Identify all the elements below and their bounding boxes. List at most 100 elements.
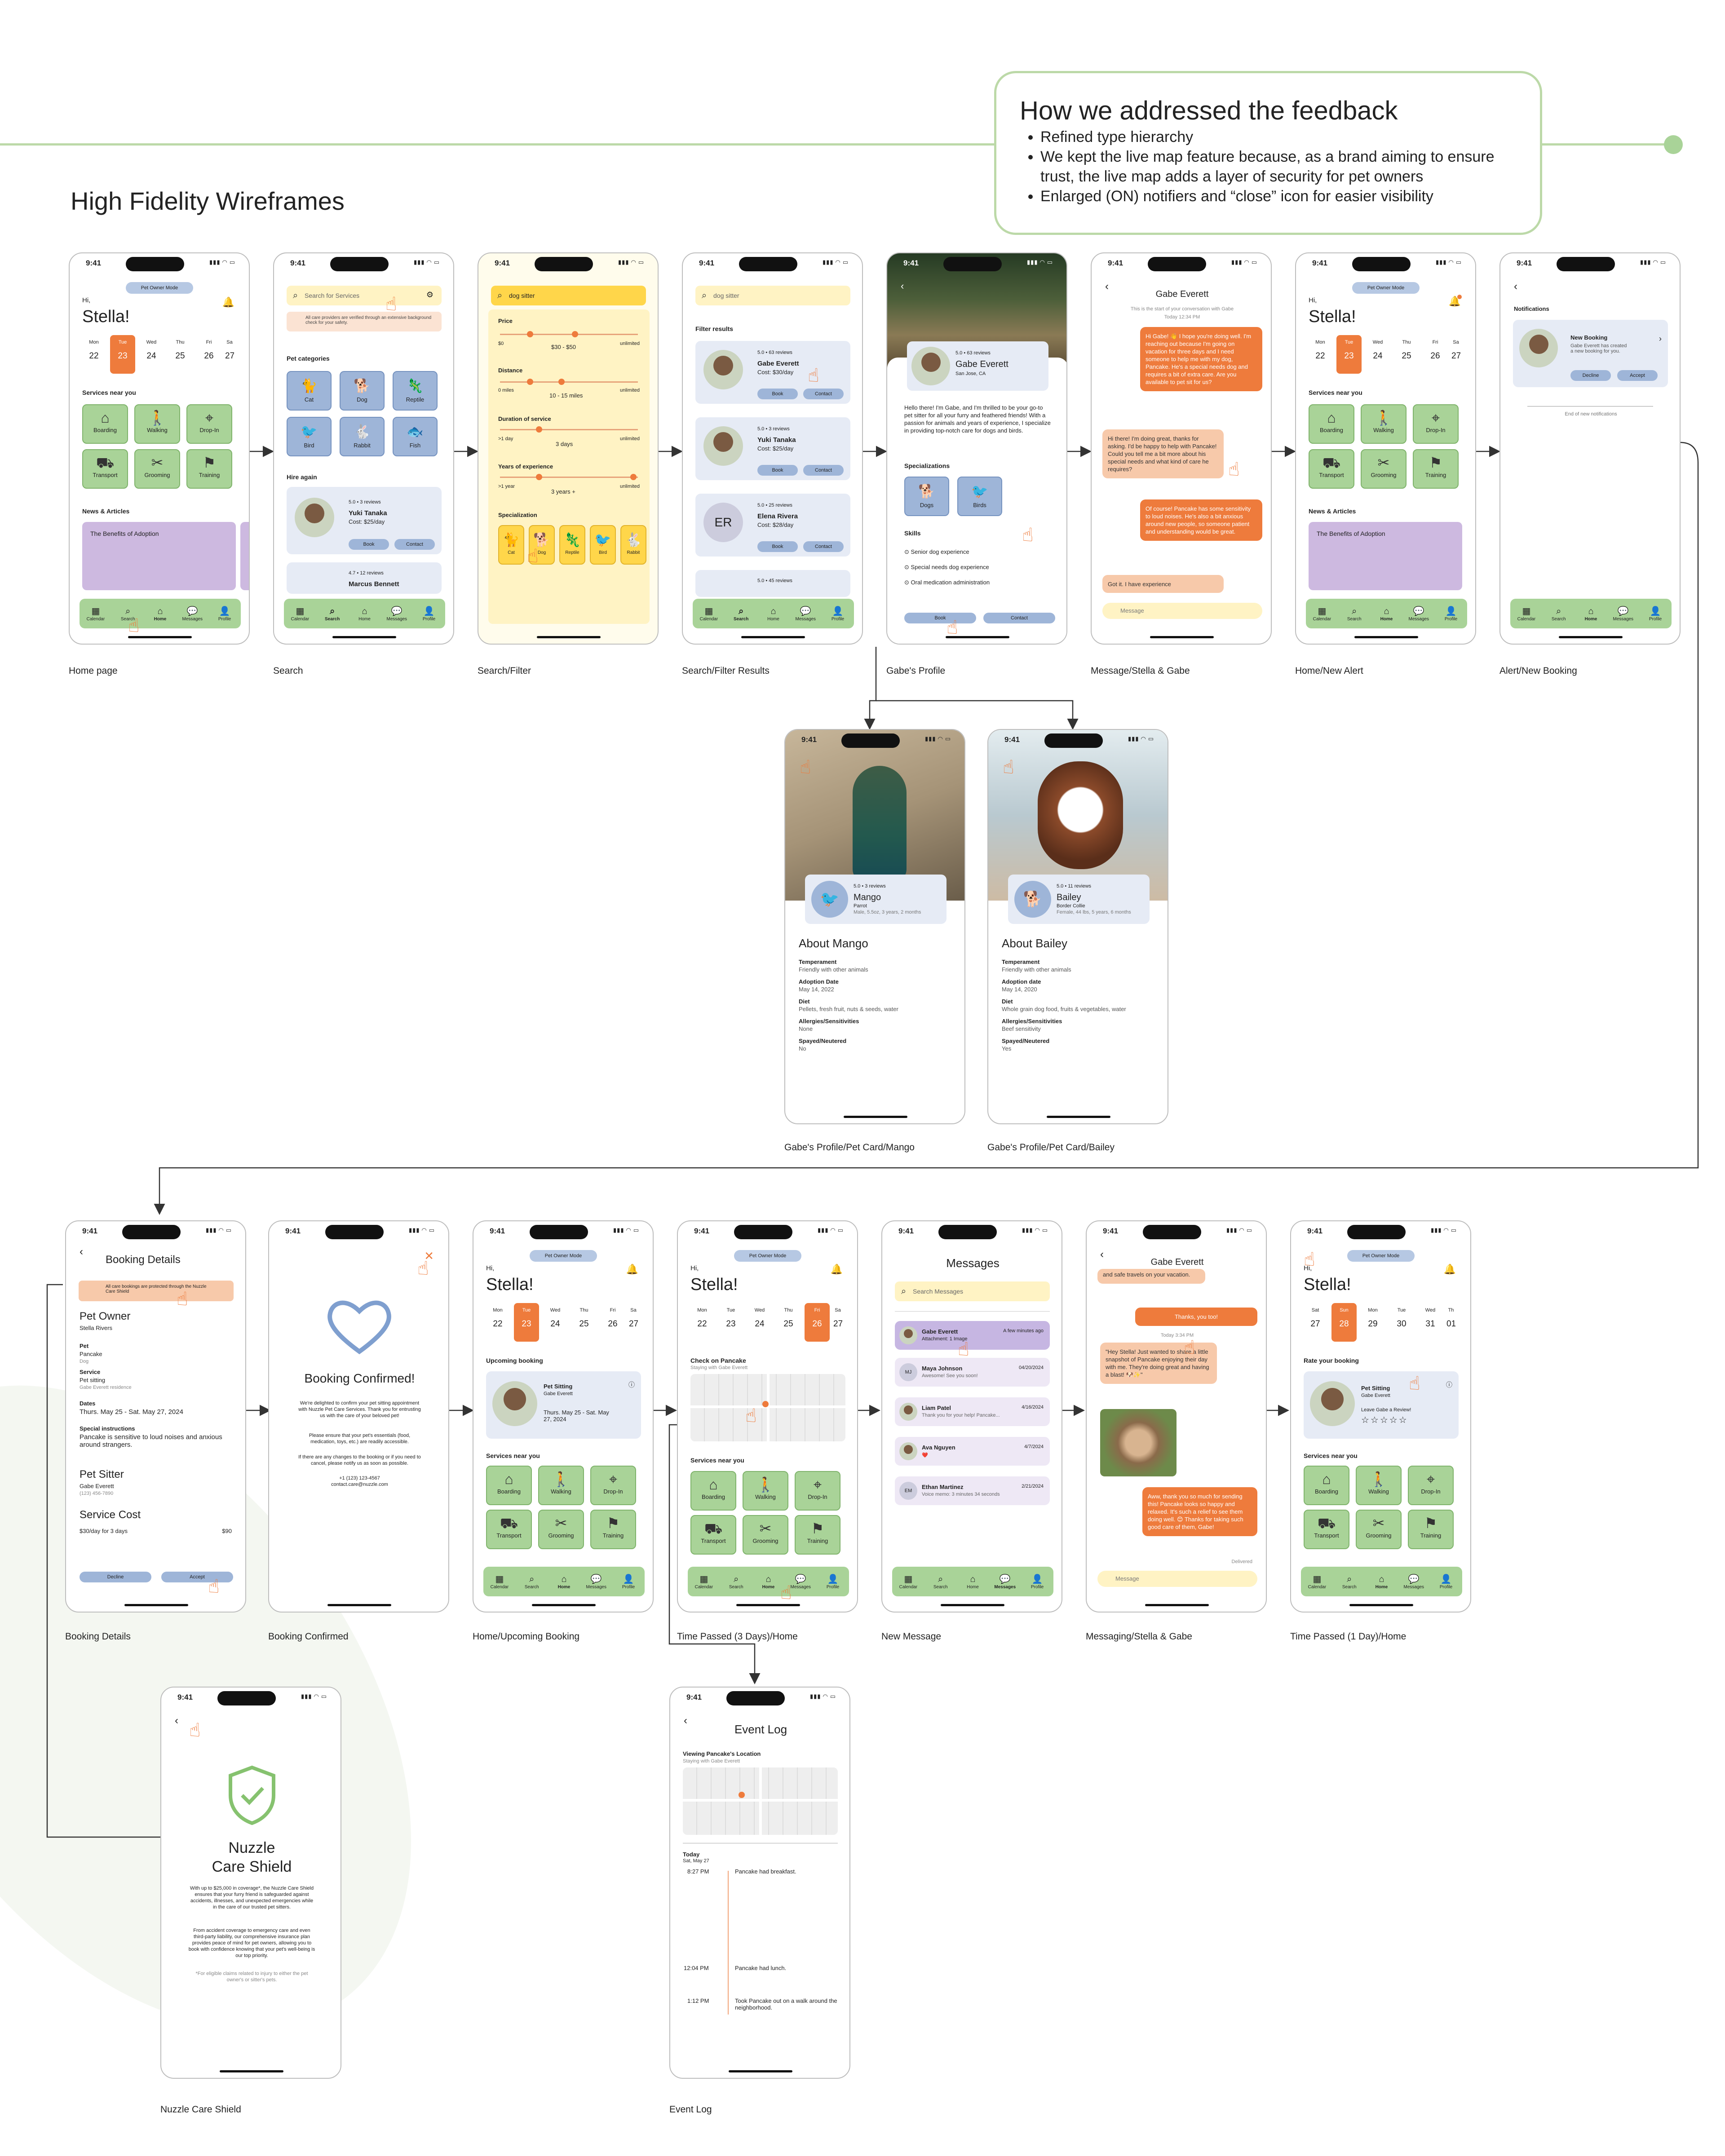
element[interactable]: ⌕Search: [518, 1574, 545, 1590]
category-fish[interactable]: 🐟Fish: [393, 417, 438, 456]
element[interactable]: 🚶Walking: [1361, 404, 1407, 444]
element[interactable]: ⌕Search: [1545, 606, 1572, 622]
element[interactable]: ⌕Search: [723, 1574, 750, 1590]
back-icon[interactable]: ‹: [175, 1714, 178, 1727]
element[interactable]: ⚑Training: [590, 1510, 636, 1549]
contact-button[interactable]: Contact: [983, 613, 1055, 623]
element[interactable]: ✂Grooming: [743, 1515, 788, 1555]
element[interactable]: 💬Messages: [991, 1574, 1018, 1590]
service-transport[interactable]: ⛟Transport: [82, 449, 128, 489]
element[interactable]: Book: [757, 389, 798, 399]
thread-item[interactable]: Gabe Everett Attachment: 1 Image A few m…: [895, 1321, 1050, 1350]
result-card[interactable]: ER 5.0 • 25 reviews Elena Rivera Cost: $…: [695, 494, 850, 557]
category-reptile[interactable]: 🦎Reptile: [393, 371, 438, 411]
element[interactable]: 💬Messages: [792, 606, 819, 622]
back-icon[interactable]: ‹: [80, 1246, 83, 1258]
search-input[interactable]: Search for Services: [287, 286, 442, 305]
element[interactable]: ⌂Home: [351, 606, 378, 622]
bell-icon[interactable]: 🔔: [626, 1264, 638, 1275]
element[interactable]: ⌕Search: [319, 606, 346, 622]
category-rabbit[interactable]: 🐇Rabbit: [340, 417, 385, 456]
element[interactable]: Contact: [803, 465, 844, 476]
spec-cat[interactable]: 🐈Cat: [498, 525, 524, 565]
rating-card[interactable]: Pet Sitting Gabe Everett Leave Gabe a Re…: [1304, 1371, 1459, 1439]
element[interactable]: 🚶Walking: [1356, 1466, 1402, 1505]
decline-button[interactable]: Decline: [80, 1572, 151, 1582]
message-search-input[interactable]: Search Messages: [895, 1281, 1050, 1301]
back-icon[interactable]: ‹: [684, 1714, 687, 1727]
element[interactable]: ⌂Home: [1577, 606, 1604, 622]
element[interactable]: 👤Profile: [824, 606, 851, 622]
spec-rabbit[interactable]: 🐇Rabbit: [620, 525, 646, 565]
element[interactable]: The Benefits of Adoption: [1309, 522, 1462, 590]
nav-profile[interactable]: 👤Profile: [211, 606, 238, 622]
shared-photo[interactable]: [1100, 1409, 1177, 1476]
back-icon[interactable]: ‹: [901, 280, 904, 292]
bell-icon[interactable]: 🔔: [1443, 1264, 1456, 1275]
element[interactable]: 💬Messages: [583, 1574, 610, 1590]
element[interactable]: 👤Profile: [615, 1574, 642, 1590]
back-icon[interactable]: ‹: [1100, 1248, 1104, 1260]
element[interactable]: ⛟Transport: [690, 1515, 736, 1555]
thread-item[interactable]: Liam Patel Thank you for your help! Panc…: [895, 1397, 1050, 1426]
message-input[interactable]: Message: [1097, 1571, 1257, 1587]
element[interactable]: 👤Profile: [1024, 1574, 1051, 1590]
result-card[interactable]: 5.0 • 3 reviews Yuki Tanaka Cost: $25/da…: [695, 417, 850, 480]
element[interactable]: ⌂Boarding: [1309, 404, 1354, 444]
element[interactable]: Pet Owner Mode: [1352, 282, 1420, 294]
news-card[interactable]: The Benefits of Adoption: [82, 522, 236, 590]
element[interactable]: Pet Owner Mode: [530, 1250, 597, 1262]
nav-calendar[interactable]: ▦Calendar: [82, 606, 109, 622]
filter-icon[interactable]: ⚙: [426, 290, 433, 299]
element[interactable]: Contact: [803, 541, 844, 552]
element[interactable]: ⌂Home: [959, 1574, 986, 1590]
star-rating-icons[interactable]: ☆☆☆☆☆: [1361, 1415, 1408, 1425]
element[interactable]: ⌖Drop-In: [590, 1466, 636, 1505]
message-input[interactable]: Message: [1102, 603, 1262, 619]
category-cat[interactable]: 🐈Cat: [287, 371, 332, 411]
element[interactable]: ⛟Transport: [1309, 449, 1354, 489]
element[interactable]: ▦Calendar: [1513, 606, 1540, 622]
element[interactable]: ⌂Home: [760, 606, 787, 622]
element[interactable]: ⌖Drop-In: [1413, 404, 1459, 444]
element[interactable]: ▦Calendar: [690, 1574, 717, 1590]
category-dog[interactable]: 🐕Dog: [340, 371, 385, 411]
spec-bird[interactable]: 🐦Bird: [590, 525, 616, 565]
close-icon[interactable]: ✕: [424, 1249, 434, 1263]
element[interactable]: ⚑Training: [1413, 449, 1459, 489]
search-input[interactable]: dog sitter: [695, 286, 850, 305]
element[interactable]: ⌂Home: [1373, 606, 1400, 622]
live-map[interactable]: [690, 1374, 845, 1441]
mode-toggle[interactable]: Pet Owner Mode: [126, 282, 193, 294]
upcoming-card[interactable]: Pet Sitting Gabe Everett Thurs. May 25 -…: [486, 1371, 641, 1439]
sitter-card[interactable]: 4.7 • 12 reviews Marcus Bennett: [287, 562, 442, 594]
spec-dog[interactable]: 🐕Dog: [529, 525, 555, 565]
bell-icon[interactable]: 🔔: [222, 296, 234, 308]
spec-reptile[interactable]: 🦎Reptile: [559, 525, 585, 565]
accept-button[interactable]: Accept: [161, 1572, 233, 1582]
element[interactable]: 👤Profile: [1438, 606, 1464, 622]
nav-home[interactable]: ⌂Home: [146, 606, 173, 622]
element[interactable]: ⌕Search: [1341, 606, 1368, 622]
element[interactable]: 🚶Walking: [538, 1466, 584, 1505]
element[interactable]: 👤Profile: [1642, 606, 1669, 622]
element[interactable]: 👤Profile: [1433, 1574, 1460, 1590]
element[interactable]: ⚑Training: [1408, 1510, 1454, 1549]
element[interactable]: ▦Calendar: [287, 606, 314, 622]
news-card-next[interactable]: [240, 522, 249, 590]
nav-search[interactable]: ⌕Search: [115, 606, 142, 622]
element[interactable]: ⌖Drop-In: [1408, 1466, 1454, 1505]
element[interactable]: ▦Calendar: [486, 1574, 513, 1590]
bell-icon[interactable]: 🔔: [830, 1264, 843, 1275]
result-card[interactable]: 5.0 • 63 reviews Gabe Everett Cost: $30/…: [695, 341, 850, 404]
element[interactable]: Contact: [803, 389, 844, 399]
element[interactable]: ▦Calendar: [1309, 606, 1336, 622]
service-boarding[interactable]: ⌂Boarding: [82, 404, 128, 444]
element[interactable]: Pet Owner Mode: [1347, 1250, 1415, 1262]
category-bird[interactable]: 🐦Bird: [287, 417, 332, 456]
service-dropin[interactable]: ⌖Drop-In: [186, 404, 232, 444]
element[interactable]: 👤Profile: [819, 1574, 846, 1590]
element[interactable]: ⌂Boarding: [486, 1466, 532, 1505]
book-button[interactable]: Book: [349, 539, 389, 550]
